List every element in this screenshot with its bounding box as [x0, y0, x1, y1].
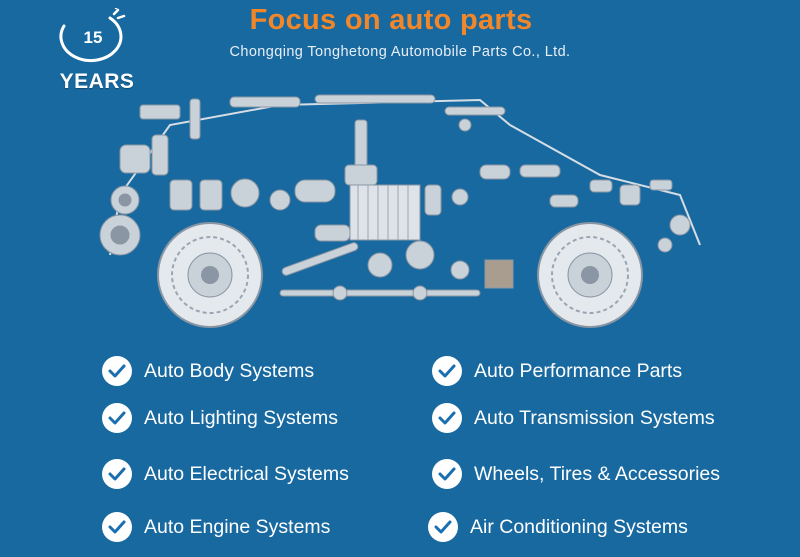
feature-item: Wheels, Tires & Accessories — [432, 459, 720, 489]
feature-item: Auto Lighting Systems — [102, 403, 338, 433]
check-icon — [432, 459, 462, 489]
feature-item: Auto Transmission Systems — [432, 403, 715, 433]
company-name: Chongqing Tonghetong Automobile Parts Co… — [229, 44, 571, 60]
car-parts-illustration — [99, 94, 701, 328]
feature-label: Auto Lighting Systems — [144, 406, 339, 429]
feature-item: Auto Performance Parts — [432, 356, 682, 386]
feature-label: Auto Engine Systems — [144, 515, 331, 538]
check-icon — [102, 403, 132, 433]
feature-item: Auto Body Systems — [102, 356, 314, 386]
check-icon — [102, 512, 132, 542]
feature-item: Auto Electrical Systems — [102, 459, 349, 489]
badge-label: YEARS — [59, 70, 135, 93]
feature-label: Auto Body Systems — [144, 359, 315, 382]
feature-list: Auto Body Systems Auto Performance Parts… — [0, 350, 800, 557]
feature-item: Auto Engine Systems — [102, 512, 330, 542]
feature-label: Auto Performance Parts — [474, 359, 683, 382]
check-icon — [432, 403, 462, 433]
feature-label: Auto Transmission Systems — [474, 406, 715, 429]
years-badge: 15 YEARS — [52, 8, 142, 94]
check-icon — [432, 356, 462, 386]
feature-label: Auto Electrical Systems — [144, 462, 349, 485]
check-icon — [428, 512, 458, 542]
badge-number: 15 — [83, 28, 103, 47]
feature-item: Air Conditioning Systems — [428, 512, 688, 542]
feature-label: Air Conditioning Systems — [470, 515, 688, 538]
badge-ring-icon — [59, 8, 126, 62]
check-icon — [102, 459, 132, 489]
page-title: Focus on auto parts — [249, 4, 533, 36]
feature-label: Wheels, Tires & Accessories — [474, 462, 720, 485]
check-icon — [102, 356, 132, 386]
